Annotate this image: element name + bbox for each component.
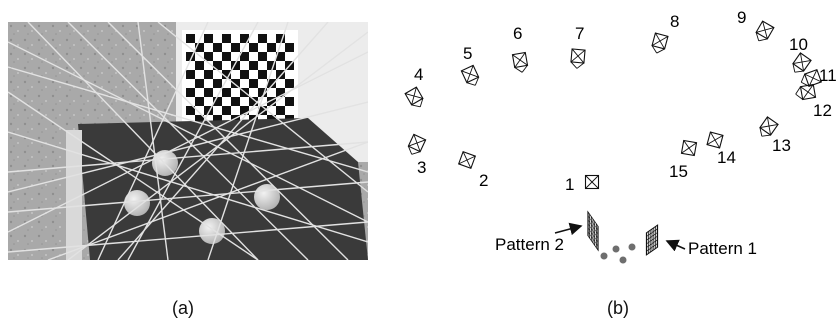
marker-dot: [612, 245, 620, 253]
ray-lines: [8, 22, 368, 260]
camera-label-7: 7: [575, 24, 584, 43]
marker-dot: [619, 256, 627, 264]
pattern-1-arrow: [665, 239, 686, 252]
diagram-panel-b: 1 2 3 4 5 6 7 8 9 10 11 12 13 14 15 Patt…: [404, 8, 837, 264]
camera-13: [759, 116, 779, 137]
camera-15: [680, 139, 698, 157]
camera-label-4: 4: [414, 65, 423, 84]
camera-10: [792, 52, 812, 73]
pattern-2-grid: [587, 210, 599, 252]
camera-1: [584, 174, 600, 190]
camera-label-10: 10: [789, 35, 808, 54]
pattern-2-arrow: [554, 222, 583, 236]
pattern-1-grid: [645, 224, 659, 256]
camera-2: [457, 150, 477, 170]
marker-dot: [628, 243, 636, 251]
caption-a: (a): [172, 298, 194, 318]
camera-7: [570, 48, 586, 69]
caption-b: (b): [607, 298, 629, 318]
camera-6: [511, 51, 529, 73]
pattern-2-label: Pattern 2: [495, 235, 564, 254]
camera-8: [651, 32, 669, 54]
camera-label-3: 3: [417, 158, 426, 177]
camera-11: [800, 68, 823, 88]
camera-label-6: 6: [513, 24, 522, 43]
camera-label-11: 11: [819, 66, 837, 85]
marker-dot: [600, 252, 608, 260]
camera-4: [404, 86, 424, 108]
camera-label-15: 15: [669, 162, 688, 181]
camera-5: [460, 64, 480, 86]
white-post: [66, 130, 82, 260]
photo-panel-a: [8, 22, 368, 260]
camera-3: [407, 133, 427, 155]
camera-label-1: 1: [565, 175, 574, 194]
camera-label-12: 12: [813, 101, 832, 120]
camera-label-2: 2: [479, 171, 488, 190]
camera-label-8: 8: [670, 12, 679, 31]
camera-label-9: 9: [737, 8, 746, 27]
ball: [124, 190, 150, 216]
camera-14: [706, 131, 724, 149]
camera-label-5: 5: [463, 44, 472, 63]
pattern-1-label: Pattern 1: [688, 239, 757, 258]
camera-9: [755, 20, 775, 42]
camera-12: [795, 83, 817, 101]
camera-label-13: 13: [772, 136, 791, 155]
camera-label-14: 14: [717, 148, 736, 167]
dark-table: [78, 118, 368, 260]
